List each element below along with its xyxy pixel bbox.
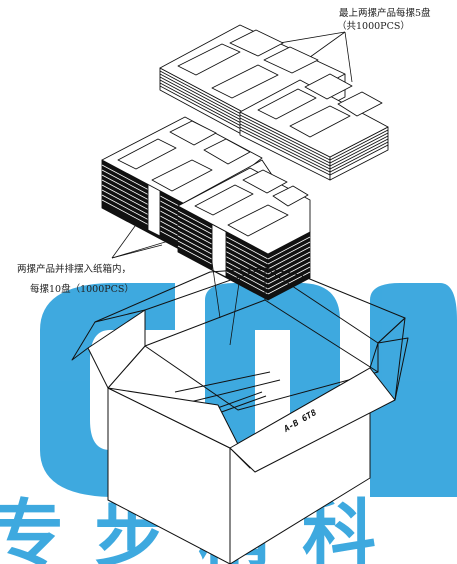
top-stack-right-layers [239, 111, 389, 181]
top-tray-stack [159, 24, 389, 181]
annotation-left-line1: 两摞产品并排摆入纸箱内， [17, 263, 131, 275]
middle-tray-stack [101, 116, 311, 301]
leader-line [111, 244, 163, 259]
annotation-top-line1: 最上两摞产品每摞5盘 [339, 7, 431, 19]
leader-line [344, 31, 353, 83]
annotation-top-line2: （共1000PCS） [337, 20, 410, 32]
annotation-top: 最上两摞产品每摞5盘 （共1000PCS） [237, 7, 431, 83]
annotation-left-line2: 每摞10盘（1000PCS） [30, 283, 134, 295]
carton-box [71, 267, 409, 564]
